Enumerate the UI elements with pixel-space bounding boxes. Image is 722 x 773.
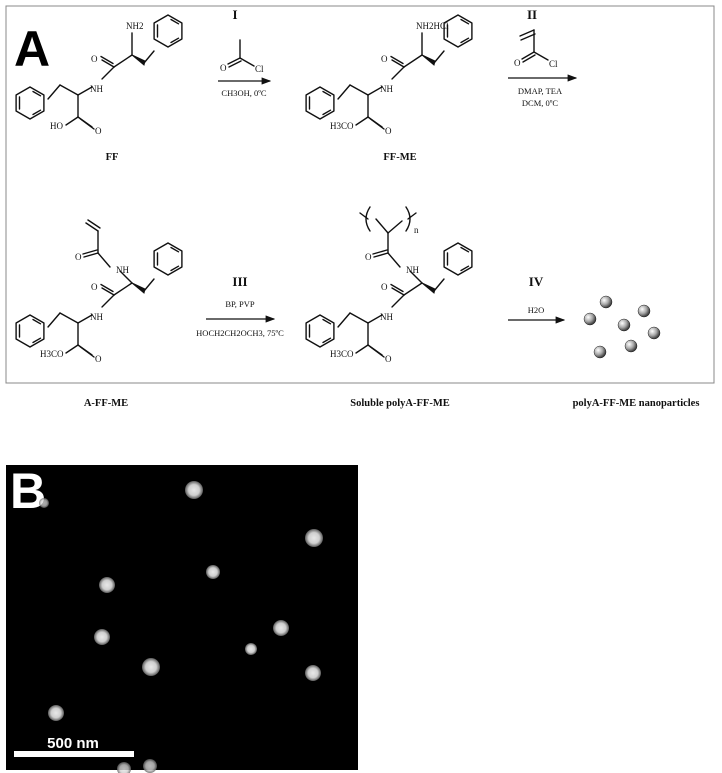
cond-ii-2: DCM, 0ºC [522, 98, 559, 108]
label-ff: FF [106, 152, 119, 163]
nanoparticle-sphere [637, 304, 651, 318]
label-nanoparticles: polyA-FF-ME nanoparticles [573, 398, 700, 409]
micrograph-particle [39, 498, 49, 508]
step-iv-label: IV [529, 274, 544, 289]
atom-o: O [385, 354, 392, 364]
panel-b-label: B [10, 463, 46, 519]
atom-h3co: H3CO [40, 349, 64, 359]
micrograph-particle [94, 629, 110, 645]
atom-o: O [95, 354, 102, 364]
atom-cl: Cl [255, 64, 264, 74]
step-iii-label: III [232, 274, 247, 289]
scale-bar-label: 500 nm [47, 735, 99, 752]
structure-ff-me: NH O NH2HCl O H3CO [305, 14, 473, 136]
cond-ii-1: DMAP, TEA [518, 86, 563, 96]
atom-cl: Cl [549, 59, 558, 69]
cond-iii-1: BP, PVP [225, 299, 255, 309]
nanoparticle-sphere [617, 318, 631, 332]
atom-o: O [381, 54, 388, 64]
step-i: I O Cl CH3OH, 0ºC [218, 7, 272, 98]
structure-ff: NH O NH2 O HO [15, 14, 183, 136]
nanoparticle-sphere [647, 326, 661, 340]
step-iv: IV H2O [508, 274, 566, 324]
atom-o: O [514, 58, 521, 68]
label-ff-me: FF-ME [383, 152, 416, 163]
atom-o: O [91, 282, 98, 292]
atom-nh: NH [90, 84, 103, 94]
cond-iv: H2O [528, 305, 545, 315]
micrograph-particle [143, 759, 157, 773]
atom-nh: NH [90, 312, 103, 322]
atom-o: O [381, 282, 388, 292]
panel-a-frame [5, 5, 715, 384]
nanoparticle-sphere [599, 295, 613, 309]
atom-h3co: H3CO [330, 121, 354, 131]
atom-o: O [75, 252, 82, 262]
micrograph-particle [142, 658, 160, 676]
micrograph-particle [185, 481, 203, 499]
step-ii: II O Cl DMAP, TEA DCM, 0ºC [508, 7, 578, 108]
micrograph-particles [39, 481, 323, 773]
atom-nh: NH [380, 84, 393, 94]
panel-a-label: A [14, 21, 50, 77]
atom-n-subscript: n [414, 225, 419, 235]
nanoparticle-spheres [583, 295, 661, 359]
nanoparticle-sphere [593, 345, 607, 359]
micrograph-particle [99, 577, 115, 593]
label-a-ff-me: A-FF-ME [84, 398, 128, 409]
atom-nh2hcl: NH2HCl [416, 21, 449, 31]
nanoparticle-sphere [583, 312, 597, 326]
panel-b: B 500 nm [6, 463, 358, 773]
structure-soluble-polymer: n NH O NH O O H3CO [305, 206, 473, 364]
atom-o: O [91, 54, 98, 64]
atom-nh: NH [116, 265, 129, 275]
micrograph-particle [48, 705, 64, 721]
atom-o: O [385, 126, 392, 136]
atom-o: O [220, 63, 227, 73]
step-i-label: I [232, 7, 237, 22]
reagent-acetyl-chloride [227, 39, 255, 68]
step-iii: III BP, PVP HOCH2CH2OCH3, 75ºC [196, 274, 284, 338]
step-ii-label: II [527, 7, 537, 22]
micrograph-particle [305, 665, 321, 681]
atom-o: O [95, 126, 102, 136]
micrograph-particle [273, 620, 289, 636]
cond-iii-2: HOCH2CH2OCH3, 75ºC [196, 328, 284, 338]
atom-o: O [365, 252, 372, 262]
atom-nh2: NH2 [126, 21, 144, 31]
reagent-acryloyl-chloride [519, 29, 549, 63]
nanoparticle-sphere [624, 339, 638, 353]
micrograph-particle [305, 529, 323, 547]
micrograph-particle [117, 762, 131, 773]
micrograph-particle [206, 565, 220, 579]
structure-a-ff-me: NH O NH O O H3CO [15, 219, 183, 364]
atom-nh: NH [380, 312, 393, 322]
label-soluble-polymer: Soluble polyA-FF-ME [350, 398, 449, 409]
atom-nh: NH [406, 265, 419, 275]
scale-bar [14, 751, 134, 757]
atom-ho: HO [50, 121, 63, 131]
atom-h3co: H3CO [330, 349, 354, 359]
sem-micrograph [6, 465, 358, 770]
panel-a: A NH O NH2 O HO FF I [5, 5, 715, 409]
cond-i: CH3OH, 0ºC [221, 88, 266, 98]
micrograph-particle [245, 643, 257, 655]
